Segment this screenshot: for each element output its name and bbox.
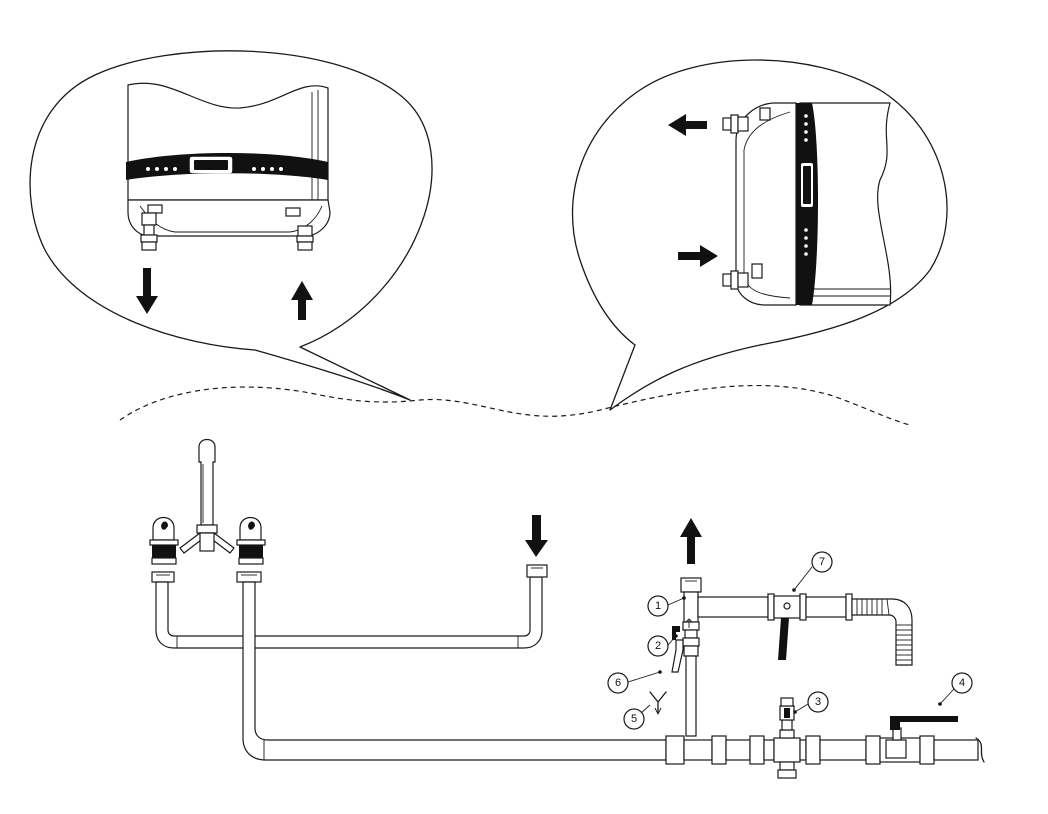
stop-valve-handle[interactable] [890,716,958,730]
callout-2-label: 2 [655,640,661,652]
callout-4: 4 [938,672,973,706]
mixer-tap [149,438,266,583]
left-detail-bubble [29,50,433,401]
safety-valve-lever[interactable] [672,626,680,640]
safety-valve-body [684,629,698,639]
outlet-connection-nut [526,564,548,578]
cold-water-pipe [242,581,667,761]
arrow-down-to-tap [525,515,548,557]
heater-fitting-inlet [296,225,314,251]
heater-body-left [127,82,329,201]
side-fitting-bottom [722,270,749,290]
heater-base-side [735,102,797,306]
tee-fitting [683,591,699,623]
left-bubble-outline [29,50,433,401]
wall-section-dashed-line [119,384,911,426]
arrow-down-outlet [136,268,158,314]
heater-body-right [799,102,892,306]
drain-valve-lever[interactable] [778,618,789,660]
arrow-left-outlet [668,114,707,136]
hot-water-pipe [155,576,543,649]
callout-1-label: 1 [655,600,661,612]
arrow-right-inlet [678,245,718,267]
callout-7-label: 7 [819,556,825,568]
drain-funnel-symbol [649,691,667,713]
heater-side-view [668,102,892,306]
drain-hose [851,598,913,666]
callout-6-label: 6 [615,677,621,689]
callout-2: 2 [647,634,678,657]
pressure-reducing-valve [773,737,801,763]
pipe-break-mark [975,737,985,763]
indicator-leds-left [146,167,283,171]
inlet-assembly [649,518,913,737]
safety-valve-drain-tube [671,639,684,673]
arrow-up-to-heater [680,518,702,564]
heater-fitting-outlet [140,212,158,251]
right-bubble-outline [571,59,948,411]
hose-corrugation [856,598,912,661]
side-fitting-top [722,114,749,134]
indicator-leds-right [804,114,808,256]
inlet-vertical-pipe [685,655,697,737]
callout-5-label: 5 [631,713,637,725]
tap-spout [198,438,216,526]
inlet-connection-nut [680,577,702,593]
callout-5: 5 [623,704,651,730]
callout-3: 3 [793,691,829,714]
callout-4-label: 4 [959,677,965,689]
callout-3-label: 3 [815,696,821,708]
arrow-up-inlet [291,281,313,320]
heater-bottom-view [126,82,331,320]
main-water-line [665,697,985,779]
drain-branch-pipe [697,596,769,618]
callout-1: 1 [647,595,686,617]
callout-7: 7 [792,551,833,592]
right-detail-bubble [571,59,948,411]
callout-6: 6 [607,670,662,694]
